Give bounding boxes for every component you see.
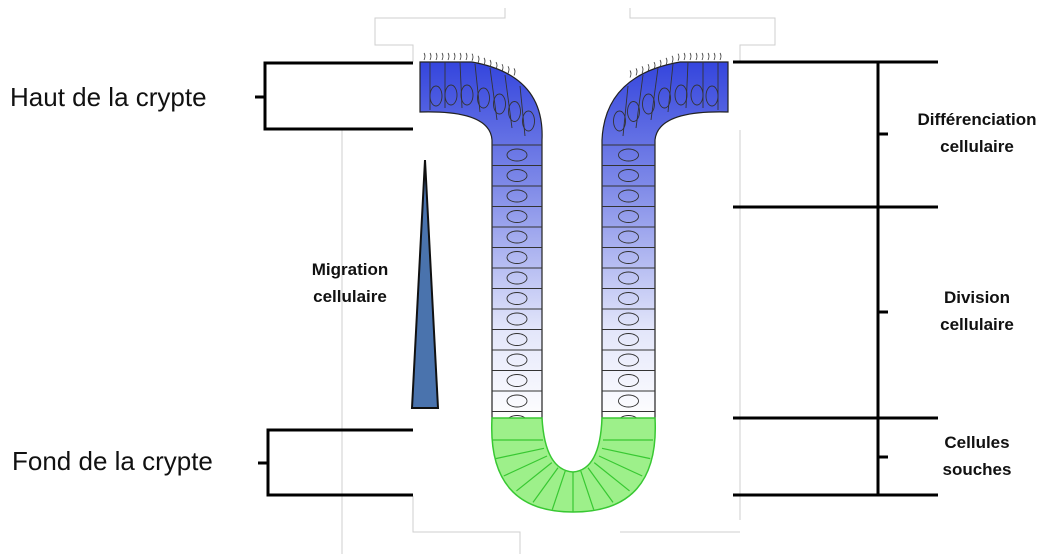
microvillus bbox=[672, 56, 673, 63]
microvillus bbox=[478, 56, 479, 63]
zone-label-line2: cellulaire bbox=[900, 311, 1054, 338]
microvillus bbox=[430, 53, 431, 60]
stem-cell-zone bbox=[492, 418, 656, 512]
microvillus bbox=[436, 53, 437, 60]
crypt-right-wall bbox=[602, 62, 728, 428]
migration-label: Migration cellulaire bbox=[290, 256, 410, 310]
migration-label-line2: cellulaire bbox=[290, 283, 410, 310]
bracket-top-crypt bbox=[265, 63, 413, 129]
microvillus bbox=[666, 58, 667, 65]
microvillus bbox=[424, 53, 425, 60]
microvillus bbox=[502, 64, 503, 71]
microvillus bbox=[460, 53, 461, 60]
microvillus bbox=[714, 53, 715, 60]
bottom-of-crypt-label: Fond de la crypte bbox=[12, 446, 213, 477]
microvillus bbox=[708, 53, 709, 60]
zone-label-division: Division cellulaire bbox=[900, 284, 1054, 338]
microvillus bbox=[508, 66, 509, 73]
microvillus bbox=[466, 53, 467, 60]
migration-label-line1: Migration bbox=[290, 256, 410, 283]
crypt-left-wall bbox=[420, 62, 542, 428]
microvillus bbox=[472, 54, 473, 61]
microvillus bbox=[496, 62, 497, 69]
microvillus bbox=[448, 53, 449, 60]
microvillus bbox=[702, 53, 703, 60]
top-of-crypt-label: Haut de la crypte bbox=[10, 82, 207, 113]
microvillus bbox=[696, 53, 697, 60]
microvillus bbox=[484, 58, 485, 65]
zone-label-line2: souches bbox=[900, 456, 1054, 483]
microvillus bbox=[442, 53, 443, 60]
microvillus bbox=[720, 53, 721, 60]
migration-arrow bbox=[412, 160, 438, 408]
microvillus bbox=[630, 71, 631, 78]
zone-label-line1: Différenciation bbox=[900, 106, 1054, 133]
zone-label-line2: cellulaire bbox=[900, 133, 1054, 160]
zone-label-line1: Cellules bbox=[900, 429, 1054, 456]
microvillus bbox=[684, 53, 685, 60]
zone-label-differentiation: Différenciation cellulaire bbox=[900, 106, 1054, 160]
bracket-bottom-crypt bbox=[268, 430, 413, 495]
zone-label-line1: Division bbox=[900, 284, 1054, 311]
microvillus bbox=[514, 68, 515, 75]
microvillus bbox=[490, 60, 491, 67]
microvillus bbox=[660, 60, 661, 67]
microvillus bbox=[642, 66, 643, 73]
microvillus bbox=[654, 62, 655, 69]
microvillus bbox=[690, 53, 691, 60]
microvillus bbox=[454, 53, 455, 60]
microvillus bbox=[648, 64, 649, 71]
microvillus bbox=[636, 68, 637, 75]
microvillus bbox=[678, 54, 679, 61]
zone-label-stem-cells: Cellules souches bbox=[900, 429, 1054, 483]
